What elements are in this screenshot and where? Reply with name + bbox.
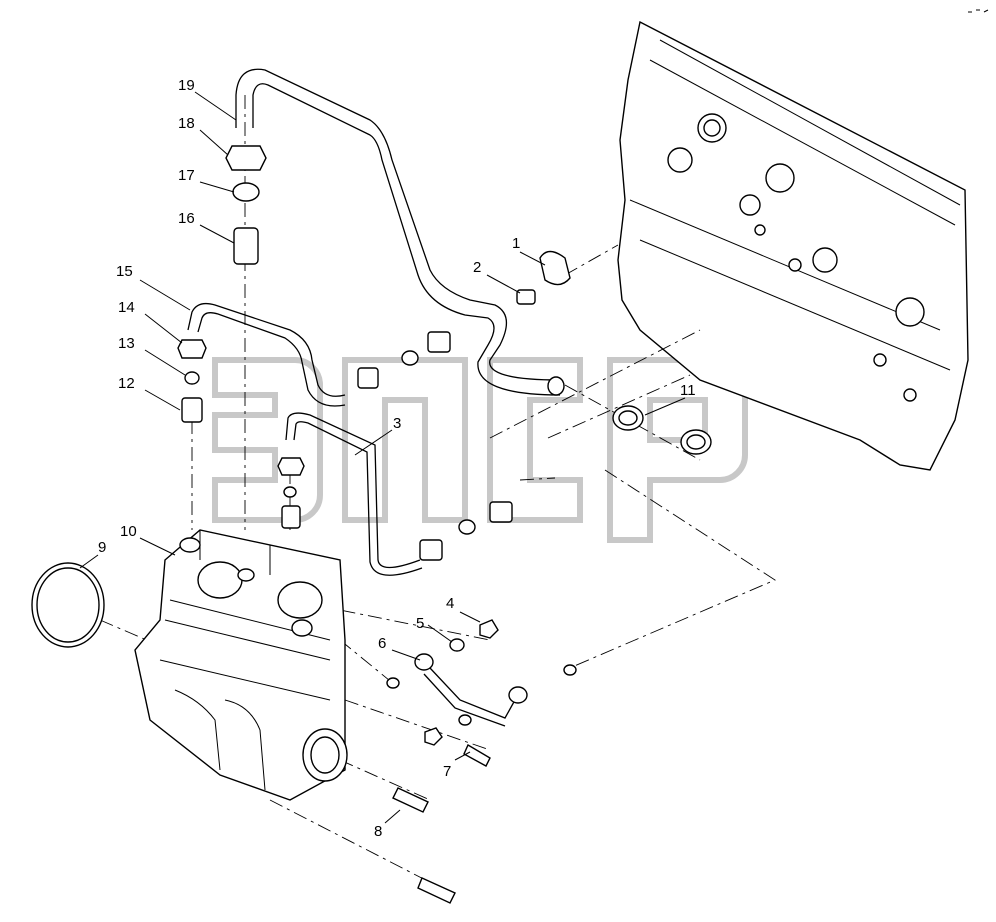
callout-13: 13 xyxy=(118,335,135,352)
callout-14: 14 xyxy=(118,299,135,316)
callout-15: 15 xyxy=(116,263,133,280)
air-hose-19 xyxy=(235,68,561,396)
callout-5: 5 xyxy=(416,615,424,632)
callout-4: 4 xyxy=(446,595,454,612)
callout-2: 2 xyxy=(473,259,481,276)
callout-labels: 1 2 3 4 5 6 7 8 9 10 11 12 13 14 15 16 1… xyxy=(98,77,696,840)
callout-10: 10 xyxy=(120,523,137,540)
fittings xyxy=(177,145,571,561)
callout-1: 1 xyxy=(512,235,520,252)
callout-18: 18 xyxy=(178,115,195,132)
leader-lines xyxy=(79,91,686,824)
callout-7: 7 xyxy=(443,763,451,780)
tube-3 xyxy=(285,412,423,576)
callout-8: 8 xyxy=(374,823,382,840)
callout-11: 11 xyxy=(680,382,696,399)
callout-9: 9 xyxy=(98,539,106,556)
assembly-lines xyxy=(99,95,776,891)
callout-6: 6 xyxy=(378,635,386,652)
callout-17: 17 xyxy=(178,167,195,184)
corner-marks xyxy=(968,9,989,13)
engine-block xyxy=(617,20,969,471)
callout-12: 12 xyxy=(118,375,135,392)
callout-19: 19 xyxy=(178,77,195,94)
hose-clamps-11 xyxy=(612,405,712,455)
callout-16: 16 xyxy=(178,210,195,227)
o-ring-9 xyxy=(31,562,105,648)
bolts-and-pipe xyxy=(386,619,577,904)
callout-3: 3 xyxy=(393,415,401,432)
air-compressor-10 xyxy=(134,529,348,801)
tube-15 xyxy=(187,302,346,407)
